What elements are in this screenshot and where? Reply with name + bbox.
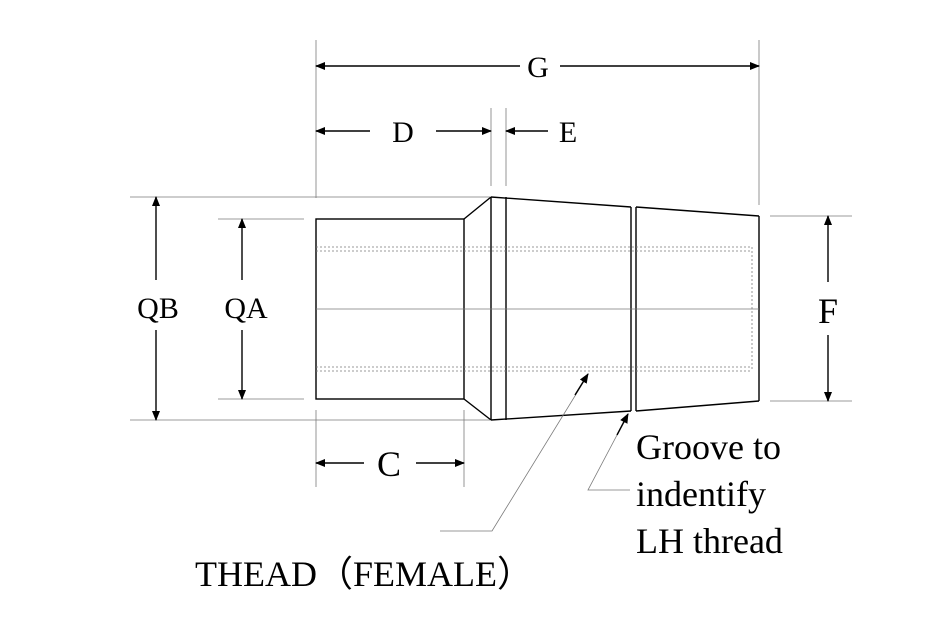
dimension-g: G bbox=[315, 51, 760, 84]
dim-label-f: F bbox=[818, 291, 838, 331]
dim-label-g: G bbox=[527, 51, 549, 84]
chamfer-top bbox=[463, 196, 492, 220]
hidden-lines bbox=[316, 246, 759, 372]
dim-label-d: D bbox=[392, 116, 414, 149]
thread-note: THEAD（FEMALE） bbox=[195, 554, 533, 594]
dimension-qb: QB bbox=[137, 196, 179, 421]
leader-arrow-groove bbox=[616, 413, 629, 436]
dimension-qa: QA bbox=[224, 218, 268, 400]
groove-note-line-3: LH thread bbox=[636, 521, 783, 561]
taper-bottom-2 bbox=[635, 400, 760, 412]
taper-bottom-1 bbox=[490, 410, 632, 421]
groove-note: Groove to indentify LH thread bbox=[636, 427, 783, 561]
taper-top-1 bbox=[490, 196, 632, 208]
dimension-d: D bbox=[315, 116, 492, 149]
leader-line-groove bbox=[587, 417, 630, 491]
taper-top-2 bbox=[635, 206, 760, 217]
groove-note-line-2: indentify bbox=[636, 474, 766, 514]
leader-line-thread bbox=[440, 377, 587, 532]
dim-label-qa: QA bbox=[224, 292, 268, 325]
leader-arrow-thread bbox=[574, 373, 589, 396]
part-outline bbox=[315, 196, 760, 421]
chamfer-bottom bbox=[463, 398, 492, 421]
dimension-c: C bbox=[315, 444, 465, 484]
dimension-f: F bbox=[818, 215, 838, 402]
groove-note-line-1: Groove to bbox=[636, 427, 781, 467]
leader-groove bbox=[587, 413, 630, 491]
dim-label-qb: QB bbox=[137, 292, 179, 325]
dim-label-e: E bbox=[559, 116, 577, 149]
dim-label-c: C bbox=[377, 444, 401, 484]
dimension-e: E bbox=[505, 116, 577, 149]
leader-thread bbox=[440, 373, 589, 532]
